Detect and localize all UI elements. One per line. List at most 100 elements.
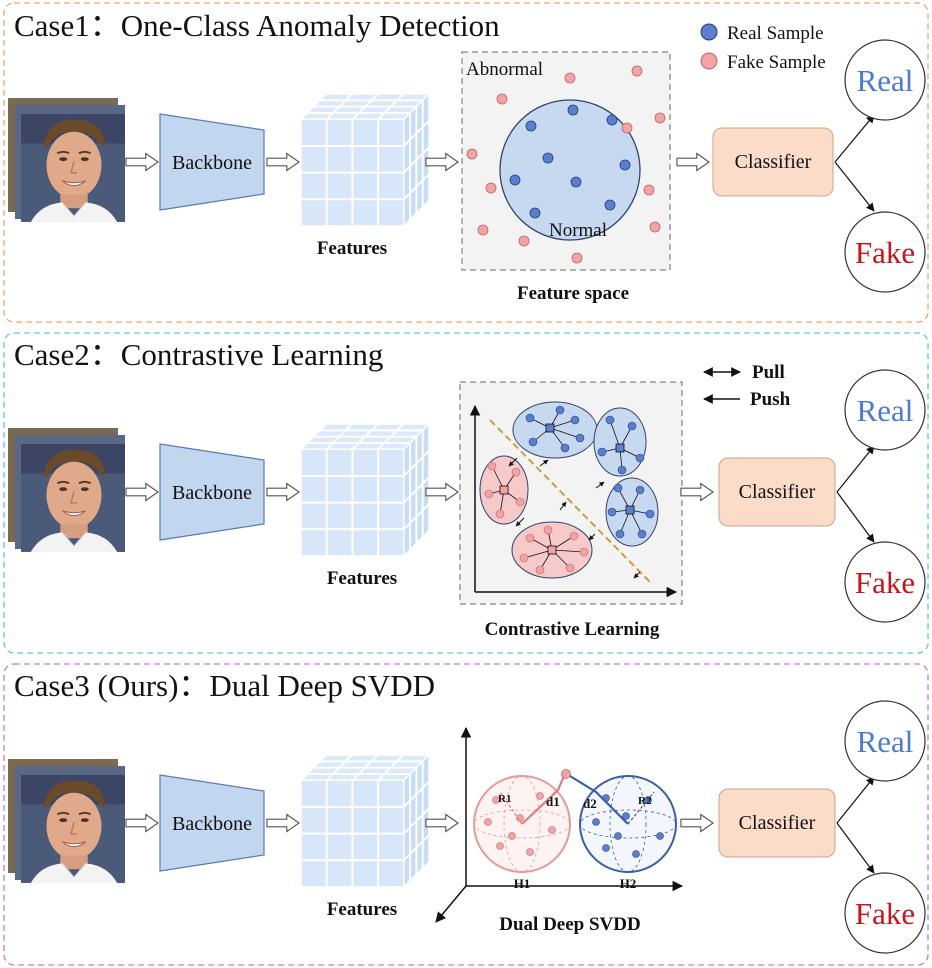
distance-d1 <box>521 775 566 825</box>
hollow-arrow <box>125 813 159 833</box>
hollow-arrow <box>680 482 714 502</box>
arrow-to-real <box>836 776 875 824</box>
case1-border <box>3 2 929 323</box>
case3-title: Case3 (Ours)：Dual Deep SVDD <box>14 668 435 703</box>
backbone-block: Backbone <box>159 443 265 541</box>
arrow-to-fake <box>836 491 875 543</box>
case2-panel: Case2：Contrastive Learning Backbone Feat… <box>3 332 929 654</box>
real-label: Real <box>857 393 914 428</box>
classifier-label: Classifier <box>739 812 816 834</box>
dual-svdd-caption: Dual Deep SVDD <box>499 914 640 935</box>
case3-panel: Case3 (Ours)：Dual Deep SVDD Backbone Fea… <box>3 663 929 966</box>
push-label: Push <box>750 389 791 410</box>
radius-r1 <box>499 791 523 825</box>
decision-boundary <box>489 419 651 583</box>
hollow-arrow <box>676 152 710 172</box>
backbone-block: Backbone <box>159 113 265 211</box>
feature-cube <box>301 424 429 556</box>
fake-cluster-2 <box>511 521 593 579</box>
hollow-arrow <box>266 813 300 833</box>
hollow-arrow <box>125 152 159 172</box>
fake-label: Fake <box>855 896 915 931</box>
legend-real-marker <box>700 23 718 41</box>
legend-real-label: Real Sample <box>727 23 824 44</box>
real-output: Real <box>844 700 926 782</box>
classifier-box: Classifier <box>712 127 834 197</box>
hollow-arrow <box>680 813 714 833</box>
r2-label: R2 <box>638 795 652 807</box>
fake-sample-points <box>466 65 666 264</box>
feature-cube <box>301 755 429 887</box>
backbone-label: Backbone <box>172 813 252 835</box>
fake-output: Fake <box>844 872 926 954</box>
r1-label: R1 <box>498 793 511 805</box>
real-cluster-2 <box>593 407 647 477</box>
y-axis <box>435 885 467 923</box>
hollow-arrow <box>125 482 159 502</box>
features-label: Features <box>317 238 387 259</box>
feature-space-caption: Feature space <box>517 283 629 304</box>
real-cluster-3 <box>605 477 659 547</box>
contrastive-caption: Contrastive Learning <box>485 619 660 640</box>
classifier-box: Classifier <box>718 457 836 527</box>
fake-label: Fake <box>855 565 915 600</box>
features-label: Features <box>327 899 397 920</box>
real-label: Real <box>857 63 914 98</box>
pull-label: Pull <box>752 362 785 383</box>
abnormal-label: Abnormal <box>466 59 543 80</box>
hollow-arrow <box>425 152 459 172</box>
fake-output: Fake <box>844 541 926 623</box>
fake-cluster-1 <box>479 455 529 525</box>
legend-fake-label: Fake Sample <box>727 52 826 73</box>
case1-panel: Case1：One-Class Anomaly Detection Backbo… <box>3 2 929 323</box>
hollow-arrow <box>425 813 459 833</box>
case2-border <box>3 332 929 654</box>
normal-region <box>499 99 641 241</box>
d1-label: d1 <box>546 794 560 809</box>
features-label: Features <box>327 568 397 589</box>
case3-border <box>3 663 929 966</box>
backbone-label: Backbone <box>172 482 252 504</box>
input-faces <box>8 428 125 552</box>
fake-output: Fake <box>844 211 926 293</box>
hollow-arrow <box>266 482 300 502</box>
hypersphere-h2: R2 d2 H2 <box>569 775 677 891</box>
input-faces <box>8 98 125 222</box>
h1-label: H1 <box>514 876 531 891</box>
radius-r2 <box>627 791 655 825</box>
pull-push-legend: Pull Push <box>703 362 791 410</box>
normal-label: Normal <box>549 220 607 241</box>
arrow-to-real <box>834 114 875 163</box>
fake-label: Fake <box>855 235 915 270</box>
hollow-arrow <box>266 152 300 172</box>
real-cluster-1 <box>512 401 598 459</box>
dual-svdd-panel: R1 d1 H1 R2 d2 H2 <box>435 726 684 935</box>
real-output: Real <box>844 369 926 451</box>
legend: Real Sample Fake Sample <box>700 23 826 73</box>
real-label: Real <box>857 724 914 759</box>
backbone-label: Backbone <box>172 152 252 174</box>
hypersphere-h1: R1 d1 H1 <box>473 775 571 891</box>
arrow-to-fake <box>834 161 875 212</box>
distance-d2 <box>569 775 629 825</box>
hollow-arrow <box>425 482 459 502</box>
feature-space-panel: Abnormal Normal Feature space <box>461 51 671 304</box>
h2-label: H2 <box>620 876 637 891</box>
classifier-label: Classifier <box>735 151 812 173</box>
case1-title: Case1：One-Class Anomaly Detection <box>14 8 500 43</box>
classifier-label: Classifier <box>739 481 816 503</box>
case2-title: Case2：Contrastive Learning <box>14 337 383 372</box>
backbone-block: Backbone <box>159 774 265 872</box>
classifier-box: Classifier <box>718 788 836 858</box>
input-faces <box>8 759 125 883</box>
d2-label: d2 <box>583 796 597 811</box>
contrastive-panel: Contrastive Learning <box>459 381 683 640</box>
real-output: Real <box>844 39 926 121</box>
legend-fake-marker <box>700 52 718 70</box>
arrow-to-fake <box>836 822 875 874</box>
feature-cube <box>301 94 429 226</box>
query-sample <box>561 769 571 779</box>
real-sample-points <box>509 104 631 219</box>
arrow-to-real <box>836 445 875 493</box>
